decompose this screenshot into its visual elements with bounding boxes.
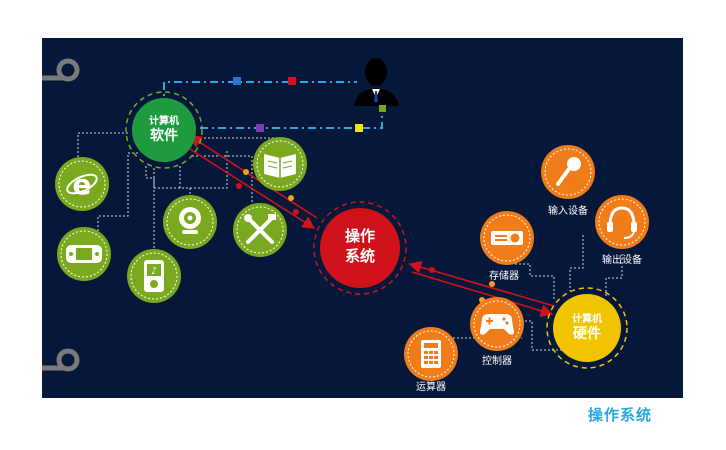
user-silhouette-icon [354, 58, 399, 106]
book-icon [264, 154, 296, 178]
software-node-book [253, 137, 307, 191]
os-diagram-stage: 操作 系统 计算机 软件 计算机 硬件 e [42, 38, 683, 398]
hardware-node-input: 输入设备 [541, 145, 595, 217]
page-caption: 操作系统 [588, 406, 653, 424]
svg-text:♪: ♪ [151, 266, 157, 277]
svg-text:e: e [73, 168, 92, 201]
controller-label: 控制器 [482, 354, 512, 367]
input-device-label: 输入设备 [548, 204, 588, 217]
link-marker-green [379, 105, 386, 112]
alu-label: 运算器 [416, 380, 446, 393]
tools-icon [244, 214, 276, 244]
binder-ring-top [42, 58, 80, 82]
output-device-label: 输出设备 [602, 253, 642, 266]
os-hub-line1: 操作 [345, 227, 375, 245]
link-marker-red [288, 77, 296, 85]
microphone-icon [556, 157, 581, 186]
internet-explorer-icon: e [66, 168, 98, 201]
os-diagram: 操作 系统 计算机 软件 计算机 硬件 e [42, 58, 649, 393]
software-node-ie: e [55, 157, 109, 211]
calculator-icon [421, 340, 441, 368]
link-marker-purple [256, 124, 264, 132]
hardware-hub-line2: 硬件 [573, 325, 601, 342]
os-links [181, 135, 555, 317]
software-node-webcam [163, 195, 217, 249]
gamepad-icon [480, 314, 514, 335]
hardware-node-output: 输出设备 [595, 195, 649, 266]
link-marker-yellow [355, 124, 363, 132]
hardware-hub: 计算机 硬件 [546, 287, 628, 369]
webcam-icon [179, 207, 201, 234]
headset-icon [607, 206, 637, 239]
hardware-hub-line1: 计算机 [572, 312, 602, 325]
software-hub-line1: 计算机 [149, 114, 179, 127]
os-hub-line2: 系统 [345, 247, 375, 265]
mp3-player-icon: ♪ [144, 260, 164, 292]
os-link-dots [236, 169, 495, 303]
software-node-tools [233, 203, 287, 257]
software-hub: 计算机 软件 [125, 91, 203, 169]
os-hub: 操作 系统 [313, 201, 407, 295]
link-marker-blue [233, 77, 241, 85]
hardware-node-controller: 控制器 [470, 297, 524, 367]
storage-label: 存储器 [489, 269, 519, 282]
software-hub-line2: 软件 [150, 127, 178, 144]
binder-ring-bottom [42, 348, 80, 372]
hardware-node-storage: 存储器 [480, 211, 534, 282]
hardware-node-alu: 运算器 [404, 327, 458, 393]
software-node-mp3: ♪ [127, 249, 181, 303]
projector-icon [491, 231, 523, 245]
game-console-icon [66, 245, 102, 263]
software-node-game [57, 227, 111, 281]
user-software-links [163, 81, 383, 129]
